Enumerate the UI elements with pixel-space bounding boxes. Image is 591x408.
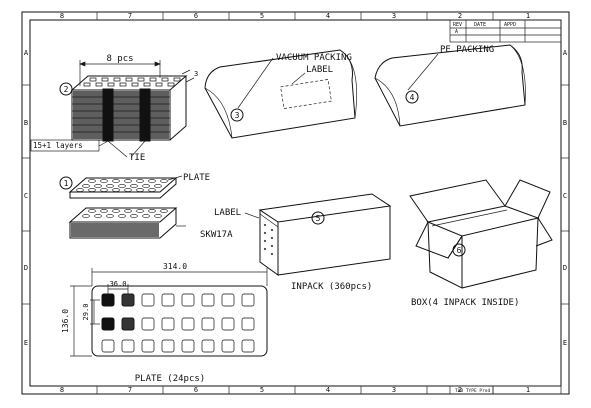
row-left-b: B: [24, 119, 28, 127]
inpack-label: INPACK (360pcs): [291, 282, 372, 292]
appd-header: APPD: [504, 22, 516, 28]
step-5-circle: [311, 211, 325, 225]
col-bottom-5: 4: [326, 386, 330, 394]
pe-pack-drawing: [374, 44, 526, 127]
rev-header: REV: [453, 22, 462, 28]
col-bottom-1: 8: [60, 386, 64, 394]
col-bottom-6: 3: [392, 386, 396, 394]
zone-ticks: [22, 12, 569, 394]
vacuum-label: VACUUM PACKING: [276, 53, 352, 63]
col-bottom-2: 7: [128, 386, 132, 394]
pe-label: PE PACKING: [440, 45, 494, 55]
layers-label: 15+1 layers: [33, 141, 83, 150]
col-top-1: 8: [60, 12, 64, 20]
pcs-dimension: [79, 60, 161, 86]
label2-text: LABEL: [214, 208, 241, 218]
col-top-4: 5: [260, 12, 264, 20]
step-6-number: 6: [457, 246, 462, 255]
tie-label: TIE: [129, 153, 145, 163]
label1-text: LABEL: [306, 65, 333, 75]
plate-caption: PLATE (24pcs): [135, 374, 205, 384]
dimension-lines: [70, 268, 268, 357]
date-header: DATE: [474, 22, 486, 28]
width-dimension: 314.0: [163, 262, 187, 271]
col-top-6: 3: [392, 12, 396, 20]
row-left-c: C: [24, 192, 28, 200]
pitch-x-dimension: 36.0: [110, 280, 127, 288]
col-top-8: 1: [526, 12, 530, 20]
row-right-c: C: [563, 192, 567, 200]
step-1-number: 1: [64, 179, 69, 188]
step-3-circle: [230, 108, 244, 122]
col-top-2: 7: [128, 12, 132, 20]
pitch-y-dimension: 29.0: [82, 304, 90, 321]
step-4-number: 4: [410, 93, 415, 102]
plate-drawing: [68, 177, 178, 239]
pcs-label: 8 pcs: [106, 54, 133, 64]
step-5-number: 5: [316, 214, 321, 223]
col-bottom-7: 2: [458, 386, 462, 394]
step-2-number: 2: [64, 85, 69, 94]
row-left-d: D: [24, 264, 28, 272]
row-left-a: A: [24, 49, 29, 57]
layers-box: [30, 139, 100, 152]
col-top-3: 6: [194, 12, 198, 20]
three-dimension: [181, 69, 195, 83]
title-block: TAB TYPE Prod: [449, 385, 562, 395]
step-2-circle: [59, 82, 73, 96]
height-dimension: 136.0: [61, 309, 70, 333]
col-bottom-4: 5: [260, 386, 264, 394]
col-bottom-3: 6: [194, 386, 198, 394]
part-label: SKW17A: [200, 230, 233, 240]
outer-border: [21, 11, 570, 395]
row-right-d: D: [563, 264, 567, 272]
plate-label: PLATE: [183, 173, 210, 183]
row-right-e: E: [563, 339, 567, 347]
rev-value: A: [455, 29, 458, 35]
shipping-box-drawing: [409, 179, 553, 289]
plate-top-view: [91, 285, 268, 357]
step-6-circle: [452, 243, 466, 257]
vacuum-pack-drawing: [204, 49, 358, 139]
row-left-e: E: [24, 339, 28, 347]
inpack-drawing: [258, 193, 392, 276]
col-bottom-8: 1: [526, 386, 530, 394]
inner-border: [29, 19, 562, 387]
step-4-circle: [405, 90, 419, 104]
tray-stack-drawing: [70, 75, 188, 142]
revision-block: REV DATE APPD A: [449, 19, 562, 43]
col-top-5: 4: [326, 12, 330, 20]
step-3-number: 3: [235, 111, 240, 120]
title-block-text: TAB TYPE Prod: [455, 388, 491, 394]
step-1-circle: [59, 176, 73, 190]
col-top-7: 2: [458, 12, 462, 20]
row-right-a: A: [563, 49, 568, 57]
three-label: 3: [194, 70, 198, 78]
box-label: BOX(4 INPACK INSIDE): [411, 298, 519, 308]
row-right-b: B: [563, 119, 567, 127]
